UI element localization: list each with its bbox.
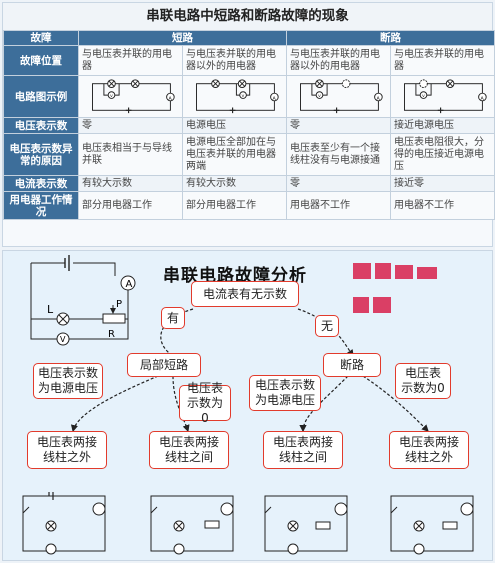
table-cell: 部分用电器工作	[182, 191, 287, 220]
row-label: 用电器工作情况	[3, 191, 79, 220]
main-circuit	[30, 255, 136, 346]
fault-table: 串联电路中短路和断路故障的现象 故障 短路 断路 故障位置 与电压表并联的用电器…	[2, 2, 495, 247]
row-label: 电压表示数	[3, 117, 79, 134]
branch-no: 无	[315, 315, 339, 337]
circuit-leaf-2	[150, 495, 234, 555]
table-cell: 与电压表并联的用电器以外的用电器	[182, 45, 287, 76]
table-header-row: 故障 短路 断路	[3, 30, 495, 46]
table-cell: 电源电压全部加在与电压表并联的用电器两端	[182, 133, 287, 176]
row-label: 电路图示例	[3, 75, 79, 118]
table-cell: 部分用电器工作	[78, 191, 183, 220]
circuit-leaf-1	[22, 492, 106, 555]
svg-text:P: P	[116, 299, 122, 310]
circuit-figure-4: A V	[390, 75, 495, 118]
svg-text:V: V	[60, 335, 66, 344]
leaf-2: 电压表两接线柱之间	[149, 431, 229, 469]
svg-text:V: V	[318, 93, 321, 98]
diagram-connectors: A V L P R	[22, 255, 474, 555]
header-open: 断路	[286, 30, 495, 46]
table-cell: 电压表至少有一个接线柱没有与电源接通	[286, 133, 391, 176]
svg-text:A: A	[377, 95, 381, 101]
node-open-circuit: 断路	[323, 353, 381, 377]
table-cell: 与电压表并联的用电器	[390, 45, 495, 76]
table-cell: 零	[286, 117, 391, 134]
svg-text:V: V	[242, 93, 245, 98]
leaf-1: 电压表两接线柱之外	[27, 431, 107, 469]
svg-text:V: V	[110, 93, 113, 98]
table-cell: 用电器不工作	[390, 191, 495, 220]
branch-yes: 有	[161, 307, 185, 329]
table-cell: 有较大示数	[78, 175, 183, 192]
table-row: 故障位置 与电压表并联的用电器 与电压表并联的用电器以外的用电器 与电压表并联的…	[3, 45, 495, 76]
node-root: 电流表有无示数	[191, 281, 299, 307]
row-label: 故障位置	[3, 45, 79, 76]
circuit-leaf-4	[390, 495, 474, 555]
watermark-logo	[353, 263, 437, 313]
table-cell: 与电压表并联的用电器	[78, 45, 183, 76]
table-cell: 接近零	[390, 175, 495, 192]
svg-text:A: A	[169, 95, 173, 101]
table-cell: 电源电压	[182, 117, 287, 134]
sym-L: L	[47, 303, 54, 316]
node-short-circuit: 局部短路	[127, 353, 201, 377]
table-row: 电压表示数 零 电源电压 零 接近电源电压	[3, 117, 495, 134]
leaf-3: 电压表两接线柱之间	[263, 431, 343, 469]
table-cell: 与电压表并联的用电器以外的用电器	[286, 45, 391, 76]
circuit-figure-2: A V	[182, 75, 287, 118]
svg-text:R: R	[108, 329, 115, 340]
circuit-leaf-3	[264, 495, 348, 555]
svg-text:A: A	[273, 95, 277, 101]
table-cell: 接近电源电压	[390, 117, 495, 134]
table-cell: 零	[286, 175, 391, 192]
circuit-figure-1: A V	[78, 75, 183, 118]
svg-text:V: V	[422, 93, 425, 98]
svg-text:A: A	[481, 95, 485, 101]
note-open-b: 电压表示数为0	[395, 363, 451, 399]
table-grid: 故障 短路 断路 故障位置 与电压表并联的用电器 与电压表并联的用电器以外的用电…	[3, 30, 495, 220]
table-row: 电流表示数 有较大示数 有较大示数 零 接近零	[3, 175, 495, 192]
row-label: 电流表示数	[3, 175, 79, 192]
row-label: 电压表示数异常的原因	[3, 133, 79, 176]
table-cell: 电压表相当于与导线并联	[78, 133, 183, 176]
note-open-a: 电压表示数为电源电压	[249, 375, 321, 411]
circuit-figure-3: A V	[286, 75, 391, 118]
header-fault: 故障	[3, 30, 79, 46]
table-row: 电压表示数异常的原因 电压表相当于与导线并联 电源电压全部加在与电压表并联的用电…	[3, 133, 495, 176]
table-cell: 电压表电阻很大，分得的电压接近电源电压	[390, 133, 495, 176]
fault-analysis-diagram: A V L P R	[2, 250, 493, 561]
table-cell: 零	[78, 117, 183, 134]
table-cell: 用电器不工作	[286, 191, 391, 220]
svg-text:A: A	[126, 279, 133, 290]
header-short: 短路	[78, 30, 287, 46]
table-row-figures: 电路图示例 A V	[3, 75, 495, 118]
note-short-b: 电压表示数为0	[179, 381, 231, 425]
table-cell: 有较大示数	[182, 175, 287, 192]
note-short-a: 电压表示数为电源电压	[33, 363, 103, 399]
leaf-4: 电压表两接线柱之外	[389, 431, 469, 469]
table-row: 用电器工作情况 部分用电器工作 部分用电器工作 用电器不工作 用电器不工作	[3, 191, 495, 220]
table-title: 串联电路中短路和断路故障的现象	[3, 3, 492, 30]
